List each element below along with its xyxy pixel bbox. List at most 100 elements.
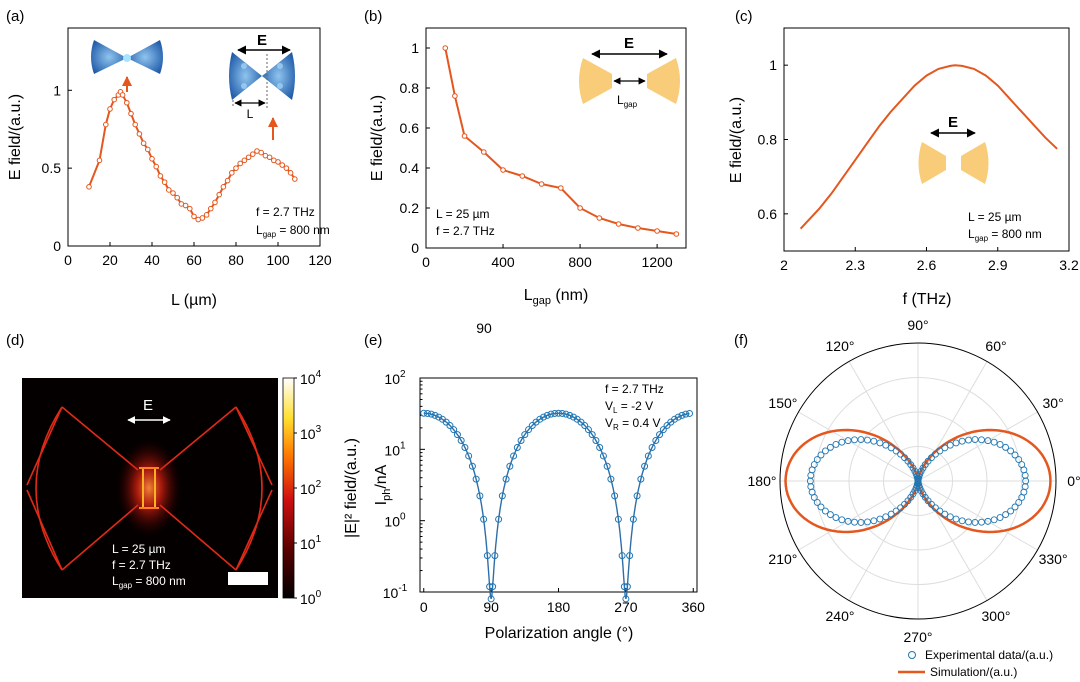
c-x-tick-label: 2 xyxy=(780,257,788,273)
polar-experimental-point xyxy=(931,450,939,458)
annotation-b-line2: f = 2.7 THz xyxy=(436,224,495,238)
a-y-tick-label: 0 xyxy=(53,238,61,254)
e-data-point xyxy=(592,436,600,444)
polar-experimental-point xyxy=(864,436,871,444)
b-x-tick-label: 1200 xyxy=(642,254,673,270)
annotation-d-line3: Lgap = 800 nm xyxy=(112,574,186,590)
polar-experimental-point xyxy=(1007,447,1015,455)
polar-experimental-point xyxy=(897,504,905,512)
e-data-point xyxy=(446,422,454,430)
a-data-point xyxy=(182,202,189,209)
e-data-point xyxy=(510,452,518,460)
b-data-point xyxy=(558,185,564,191)
e-data-point xyxy=(442,418,450,426)
polar-experimental-point xyxy=(1021,483,1029,491)
e-data-point xyxy=(637,475,645,483)
e-y-tick-label: 101 xyxy=(384,440,406,458)
polar-experimental-point xyxy=(978,518,985,526)
b-data-point xyxy=(673,231,680,237)
y-axis-label-c: E field/(a.u.) xyxy=(728,97,745,183)
a-data-point xyxy=(279,162,286,168)
a-x-tick-label: 80 xyxy=(228,252,244,268)
polar-experimental-point xyxy=(952,439,960,447)
a-data-point xyxy=(283,165,290,171)
legend-label-simulation: Simulation/(a.u.) xyxy=(930,665,1017,679)
polar-experimental-point xyxy=(807,471,815,479)
b-data-point xyxy=(615,221,622,227)
polar-experimental-point xyxy=(813,456,821,464)
a-data-point xyxy=(119,92,126,98)
a-data-point xyxy=(124,99,130,106)
colorbar-label: |E|² field/(a.u.) xyxy=(343,438,360,538)
polar-experimental-point xyxy=(941,444,949,452)
e-x-tick-label: 0 xyxy=(420,599,428,615)
polar-angle-label: 300° xyxy=(982,608,1011,624)
polar-experimental-point xyxy=(810,493,818,501)
b-data-point xyxy=(500,167,506,173)
panel-label-b: (b) xyxy=(364,8,382,25)
inset-bowtie-a2 xyxy=(229,52,295,108)
e-data-point xyxy=(453,431,461,439)
a-data-point xyxy=(166,187,172,193)
e-data-point xyxy=(489,583,497,591)
a-data-point xyxy=(292,176,298,182)
polar-angle-label: 210° xyxy=(768,551,797,567)
polar-experimental-point xyxy=(1007,507,1015,515)
y-axis-label-a: E field/(a.u.) xyxy=(7,94,24,180)
a-data-point xyxy=(245,154,252,161)
e-data-point xyxy=(626,552,634,560)
e-data-point xyxy=(581,422,589,430)
panel-label-d: (d) xyxy=(6,332,24,349)
polar-experimental-point xyxy=(946,441,954,449)
x-axis-label-b: Lgap (nm) xyxy=(524,287,589,307)
b-data-point xyxy=(654,228,660,234)
a-data-point xyxy=(216,191,222,198)
annotation-a-line1: f = 2.7 THz xyxy=(256,205,315,219)
b-data-point xyxy=(577,205,583,211)
a-x-tick-label: 100 xyxy=(266,252,290,268)
polar-experimental-point xyxy=(897,450,905,458)
e-data-point xyxy=(588,431,596,439)
e-data-point xyxy=(435,413,443,421)
a-data-point xyxy=(187,205,193,212)
b-y-tick-label: 0.8 xyxy=(400,80,420,96)
polar-experimental-point xyxy=(931,504,939,512)
e-data-point xyxy=(663,422,671,430)
e-data-point xyxy=(596,444,604,452)
polar-experimental-point xyxy=(821,507,829,515)
e-x-tick-label: 270 xyxy=(614,599,638,615)
polar-angle-label: 90° xyxy=(907,317,928,333)
a-data-point xyxy=(96,157,103,164)
e-data-point xyxy=(525,426,533,434)
e-data-point xyxy=(682,410,690,418)
e-x-tick-label: 90 xyxy=(483,599,499,615)
legend-f: Experimental data/(a.u.) Simulation/(a.u… xyxy=(898,648,1053,679)
a-data-point xyxy=(275,159,281,165)
polar-grid-spoke xyxy=(848,480,919,601)
c-y-tick-label: 0.6 xyxy=(758,206,778,222)
e-x-tick-label: 180 xyxy=(547,599,571,615)
polar-experimental-point xyxy=(971,518,979,526)
polar-experimental-point xyxy=(965,518,972,526)
polar-experimental-point xyxy=(936,447,944,455)
stray-label: 90 xyxy=(476,320,492,336)
axes-frame-c xyxy=(783,27,1070,252)
polar-experimental-point xyxy=(807,483,815,491)
polar-angle-label: 330° xyxy=(1039,551,1068,567)
e-y-tick-label: 100 xyxy=(384,512,406,530)
e-data-point xyxy=(584,426,592,434)
polar-experimental-point xyxy=(1011,451,1019,459)
a-x-tick-label: 20 xyxy=(102,252,118,268)
polar-experimental-point xyxy=(882,441,890,449)
polar-experimental-point xyxy=(971,436,979,444)
b-data-point xyxy=(519,173,526,179)
a-y-tick-label: 1 xyxy=(53,82,61,98)
b-data-point xyxy=(635,225,641,231)
c-y-tick-label: 1 xyxy=(769,57,777,73)
e-data-point xyxy=(423,409,431,417)
e-data-point xyxy=(566,411,574,419)
polar-angle-label: 60° xyxy=(985,338,1006,354)
b-x-tick-label: 400 xyxy=(491,254,515,270)
polar-experimental-point xyxy=(892,507,900,515)
e-data-point xyxy=(577,418,585,426)
